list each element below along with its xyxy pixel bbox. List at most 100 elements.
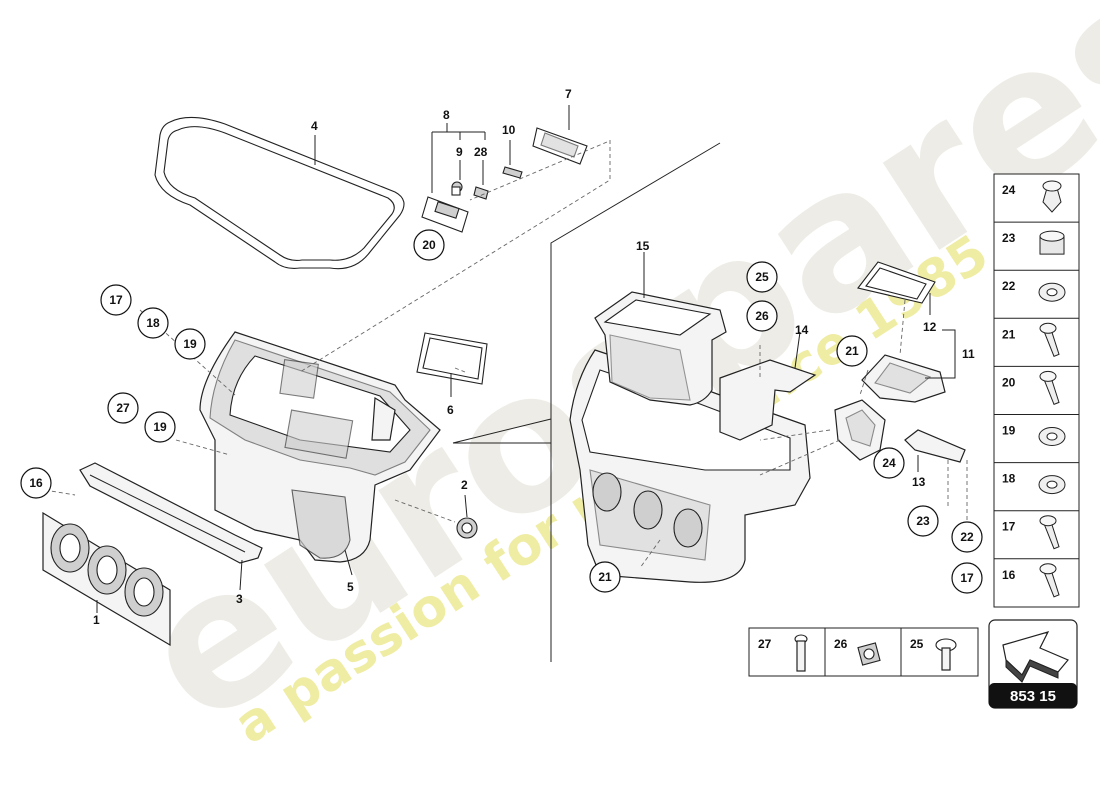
callout-labels: 1 2 3 4 5 6 7 8 9 28 10 15 14 12 11 13 [93, 87, 975, 627]
svg-text:25: 25 [755, 270, 769, 284]
callout-11: 11 [962, 347, 975, 361]
svg-text:27: 27 [116, 401, 130, 415]
legend-item-19: 19 [994, 414, 1079, 446]
circled-callout-21b: 21 [589, 561, 621, 593]
legend-item-20: 20 [994, 365, 1079, 406]
legend-item-18: 18 [994, 462, 1079, 495]
svg-text:20: 20 [422, 238, 436, 252]
svg-text:23: 23 [916, 514, 930, 528]
dash-line [639, 539, 661, 569]
legend-number: 18 [1002, 472, 1016, 486]
legend-number: 19 [1002, 424, 1016, 438]
svg-text:21: 21 [845, 344, 859, 358]
callout-7: 7 [565, 87, 572, 101]
callout-3: 3 [236, 592, 243, 606]
spacer-icon [1039, 230, 1065, 255]
svg-text:17: 17 [960, 571, 974, 585]
circled-callout-17: 17 [100, 284, 132, 316]
clip-nut-icon [857, 642, 881, 666]
callout-15: 15 [636, 239, 650, 253]
svg-text:21: 21 [598, 570, 612, 584]
callout-4: 4 [311, 119, 318, 133]
callout-14: 14 [795, 323, 809, 337]
legend-number: 20 [1002, 375, 1016, 389]
callout-6: 6 [447, 403, 454, 417]
screw-icon [1039, 515, 1060, 550]
part-6-cover [416, 332, 488, 385]
circled-callout-19b: 19 [144, 411, 176, 443]
legend-item-16: 16 [994, 558, 1079, 598]
dash-line [469, 141, 608, 201]
svg-text:16: 16 [29, 476, 43, 490]
arrow-icon [1002, 631, 1069, 683]
part-1-panel [42, 511, 171, 647]
view-divider [550, 142, 721, 662]
diagram-badge: 853 15 [988, 619, 1078, 709]
screw-icon [1039, 370, 1060, 406]
legend-number: 17 [1002, 520, 1016, 534]
circled-callout-16: 16 [20, 467, 52, 499]
view-divider [452, 418, 552, 444]
circled-callout-22: 22 [951, 521, 983, 553]
dash-line [454, 367, 466, 373]
legend-number: 21 [1002, 327, 1016, 341]
dash-line [899, 299, 906, 356]
part-7-bracket [532, 127, 588, 165]
part-5-front-tub [199, 331, 441, 563]
callout-9: 9 [456, 145, 463, 159]
part-9-pin [451, 181, 463, 196]
diagram-code: 853 15 [1010, 688, 1056, 705]
legend-item-24: 24 [1002, 180, 1062, 213]
circled-callout-18: 18 [137, 307, 169, 339]
callout-13: 13 [912, 475, 926, 489]
legend-item-23: 23 [994, 221, 1079, 255]
dash-line [299, 140, 611, 373]
circled-callout-21: 21 [836, 335, 868, 367]
callout-28: 28 [474, 145, 488, 159]
svg-text:17: 17 [109, 293, 123, 307]
part-11-duct [834, 354, 946, 461]
part-15-box [594, 291, 727, 406]
washer-icon [1038, 475, 1066, 495]
callout-5: 5 [347, 580, 354, 594]
circled-callout-26: 26 [746, 300, 778, 332]
legend-number: 23 [1002, 231, 1016, 245]
washer-icon [1038, 282, 1066, 302]
circled-callout-27: 27 [107, 392, 139, 424]
svg-text:18: 18 [146, 316, 160, 330]
legend-item-17: 17 [994, 510, 1079, 550]
callout-12: 12 [923, 320, 937, 334]
dash-line [394, 499, 456, 523]
callout-2: 2 [461, 478, 468, 492]
callout-1: 1 [93, 613, 100, 627]
legend-item-22: 22 [994, 269, 1079, 302]
svg-text:24: 24 [882, 456, 896, 470]
screw-icon [1039, 563, 1060, 598]
callout-10: 10 [502, 123, 516, 137]
dash-line [759, 429, 831, 441]
circled-callout-17b: 17 [951, 562, 983, 594]
legend-item-21: 21 [994, 317, 1079, 357]
legend-item-26: 26 [834, 637, 848, 651]
clip-icon [1042, 180, 1062, 213]
fastener-legend-side: 24 23 22 21 20 19 18 17 16 [993, 173, 1080, 608]
part-13-bracket [904, 429, 966, 463]
part-14-bracket [719, 359, 817, 441]
callout-8: 8 [443, 108, 450, 122]
flange-bolt-icon [935, 638, 957, 671]
svg-text:22: 22 [960, 530, 974, 544]
part-2-cap [456, 517, 478, 539]
part-10-plug [502, 166, 523, 179]
part-8-latch [421, 196, 469, 233]
svg-text:26: 26 [755, 309, 769, 323]
dash-line [759, 439, 841, 476]
legend-number: 22 [1002, 279, 1016, 293]
dash-line [859, 369, 869, 396]
svg-text:19: 19 [153, 420, 167, 434]
circled-callouts: 16 17 18 19 27 19 20 25 26 21 21 24 23 2… [20, 229, 983, 594]
circled-callout-19: 19 [174, 328, 206, 360]
svg-text:19: 19 [183, 337, 197, 351]
legend-item-25: 25 [910, 637, 924, 651]
washer-icon [1038, 427, 1066, 446]
